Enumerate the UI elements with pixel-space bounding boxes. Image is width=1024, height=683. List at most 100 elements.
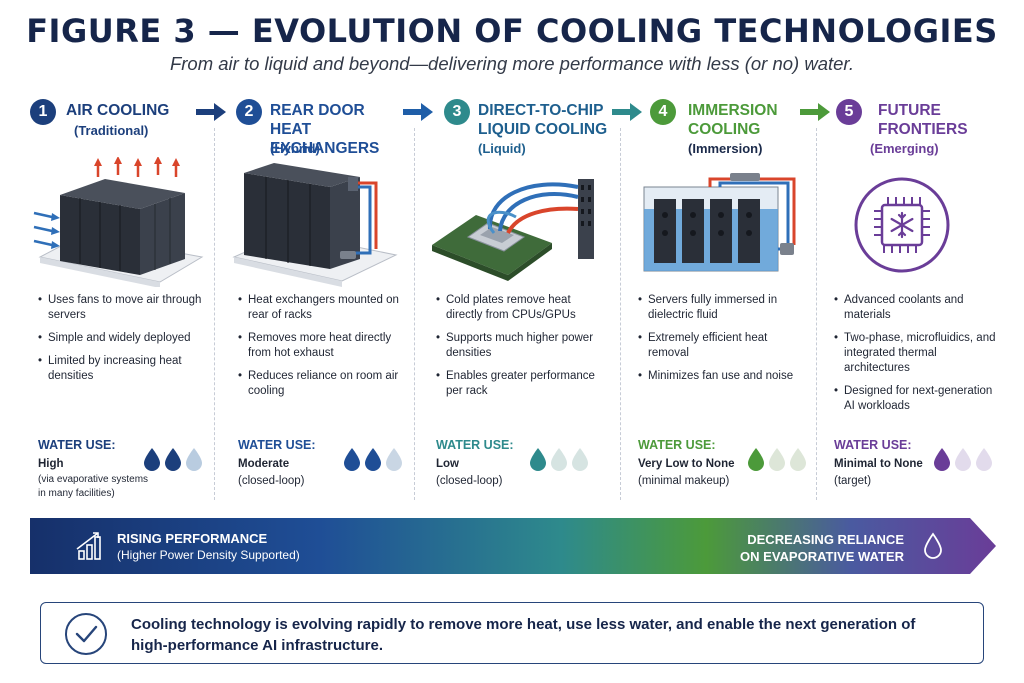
water-drops-indicator (344, 448, 402, 471)
summary-callout (40, 602, 984, 664)
water-use-label: WATER USE: (436, 438, 514, 452)
bullet-item: Designed for next-generation AI workload… (834, 384, 1004, 414)
water-drop-icon (530, 448, 546, 471)
bullet-item: Removes more heat directly from hot exha… (238, 331, 408, 361)
stage-header: 1 AIR COOLING (Traditional) (30, 95, 210, 157)
stage-bullets: Heat exchangers mounted on rear of racks… (238, 293, 408, 407)
bullet-item: Enables greater performance per rack (436, 369, 606, 399)
bullet-item: Servers fully immersed in dielectric flu… (638, 293, 808, 323)
bullet-item: Reduces reliance on room air cooling (238, 369, 408, 399)
band-right-label: DECREASING RELIANCE ON EVAPORATIVE WATER (740, 531, 904, 565)
figure-title: FIGURE 3 — EVOLUTION OF COOLING TECHNOLO… (26, 12, 998, 50)
divider (816, 128, 817, 500)
stage-future-frontiers: 5 FUTURE FRONTIERS (Emerging) Advanced c… (826, 95, 1016, 505)
water-use-note: (closed-loop) (436, 475, 503, 487)
bullet-item: Cold plates remove heat directly from CP… (436, 293, 606, 323)
water-use-label: WATER USE: (38, 438, 116, 452)
stage-bullets: Advanced coolants and materials Two-phas… (834, 293, 1004, 422)
water-drop-icon (976, 448, 992, 471)
stage-title-line: LIQUID COOLING (478, 121, 608, 138)
water-drop-icon (165, 448, 181, 471)
water-drop-icon (144, 448, 160, 471)
water-drop-icon (386, 448, 402, 471)
bullet-item: Uses fans to move air through servers (38, 293, 208, 323)
stage-title: AIR COOLING (66, 101, 169, 120)
bullet-item: Supports much higher power densities (436, 331, 606, 361)
bullet-item: Heat exchangers mounted on rear of racks (238, 293, 408, 323)
water-drop-icon (344, 448, 360, 471)
stage-immersion-cooling: 4 IMMERSION COOLING (Immersion) Servers … (630, 95, 812, 505)
bullet-item: Extremely efficient heat removal (638, 331, 808, 361)
stage-bullets: Servers fully immersed in dielectric flu… (638, 293, 808, 392)
figure-subtitle: From air to liquid and beyond—delivering… (169, 53, 855, 74)
water-drops-indicator (748, 448, 806, 471)
stage-category: (Liquid) (478, 141, 526, 156)
stage-title-line: FRONTIERS (878, 121, 968, 138)
bullet-item: Simple and widely deployed (38, 331, 208, 346)
water-use-note: (minimal makeup) (638, 475, 730, 487)
water-drops-indicator (144, 448, 202, 471)
water-drop-icon (748, 448, 764, 471)
water-use-value: Moderate (238, 458, 290, 470)
stage-title: REAR DOOR HEAT EXCHANGERS (270, 101, 410, 158)
stage-category: (Immersion) (688, 141, 763, 156)
divider (414, 128, 415, 500)
stage-category: (Traditional) (74, 123, 149, 138)
stage-number: 2 (236, 99, 262, 125)
immersion-tank-illustration (643, 173, 796, 272)
future-chip-snowflake-illustration (854, 177, 950, 273)
stage-category: (Emerging) (870, 141, 939, 156)
stage-header: 4 IMMERSION COOLING (Immersion) (630, 95, 812, 157)
stage-header: 2 REAR DOOR HEAT EXCHANGERS (Hybrid) (230, 95, 410, 157)
stage-header: 3 DIRECT-TO-CHIP LIQUID COOLING (Liquid) (428, 95, 613, 157)
cold-plate-illustration (432, 179, 594, 281)
water-use-note: (closed-loop) (238, 475, 305, 487)
stage-number: 3 (444, 99, 470, 125)
bullet-item: Limited by increasing heat densities (38, 354, 208, 384)
water-drop-icon (790, 448, 806, 471)
water-use-value: Minimal to None (834, 458, 923, 470)
stage-category: (Hybrid) (270, 141, 320, 156)
stage-title-line: IMMERSION (688, 102, 778, 119)
water-drop-icon (365, 448, 381, 471)
arrow-right-icon (403, 103, 433, 121)
water-use-label: WATER USE: (834, 438, 912, 452)
stage-title-line: COOLING (688, 121, 761, 138)
bullet-item: Two-phase, microfluidics, and integrated… (834, 331, 1004, 376)
stage-title: FUTURE FRONTIERS (878, 101, 968, 139)
water-use-note: (target) (834, 475, 872, 487)
band-left-title: RISING PERFORMANCE (117, 531, 268, 546)
divider (620, 128, 621, 500)
stage-title: IMMERSION COOLING (688, 101, 778, 139)
water-drop-icon (955, 448, 971, 471)
stage-number: 4 (650, 99, 676, 125)
stage-bullets: Cold plates remove heat directly from CP… (436, 293, 606, 407)
check-circle-icon (65, 613, 107, 655)
stage-header: 5 FUTURE FRONTIERS (Emerging) (826, 95, 1016, 157)
stage-rear-door-heat-exchangers: 2 REAR DOOR HEAT EXCHANGERS (Hybrid) Hea… (230, 95, 410, 505)
stage-title-line: FUTURE (878, 102, 941, 119)
water-use-note: (via evaporative systems in many facilit… (38, 474, 149, 499)
stage-title-line: AIR COOLING (66, 102, 170, 119)
stage-number: 1 (30, 99, 56, 125)
water-use-value: Low (436, 458, 459, 470)
stage-number: 5 (836, 99, 862, 125)
water-use-label: WATER USE: (238, 438, 316, 452)
stage-title: DIRECT-TO-CHIP LIQUID COOLING (478, 101, 607, 139)
air-cooled-racks-illustration (33, 157, 204, 287)
divider (214, 128, 215, 500)
stage-title-line: EXCHANGERS (270, 140, 380, 157)
water-use-label: WATER USE: (638, 438, 716, 452)
progression-band (30, 518, 996, 574)
callout-text: Cooling technology is evolving rapidly t… (131, 616, 916, 654)
band-right-line: DECREASING RELIANCE (747, 532, 904, 547)
water-use-value: High (38, 458, 64, 470)
water-drop-icon (934, 448, 950, 471)
arrow-right-icon (196, 103, 226, 121)
band-left-subtitle: (Higher Power Density Supported) (117, 548, 300, 562)
water-use-value: Very Low to None (638, 458, 735, 470)
water-drop-icon (769, 448, 785, 471)
rear-door-heat-exchanger-illustration (232, 163, 398, 287)
arrow-right-icon (612, 103, 642, 121)
arrow-right-icon (800, 103, 830, 121)
